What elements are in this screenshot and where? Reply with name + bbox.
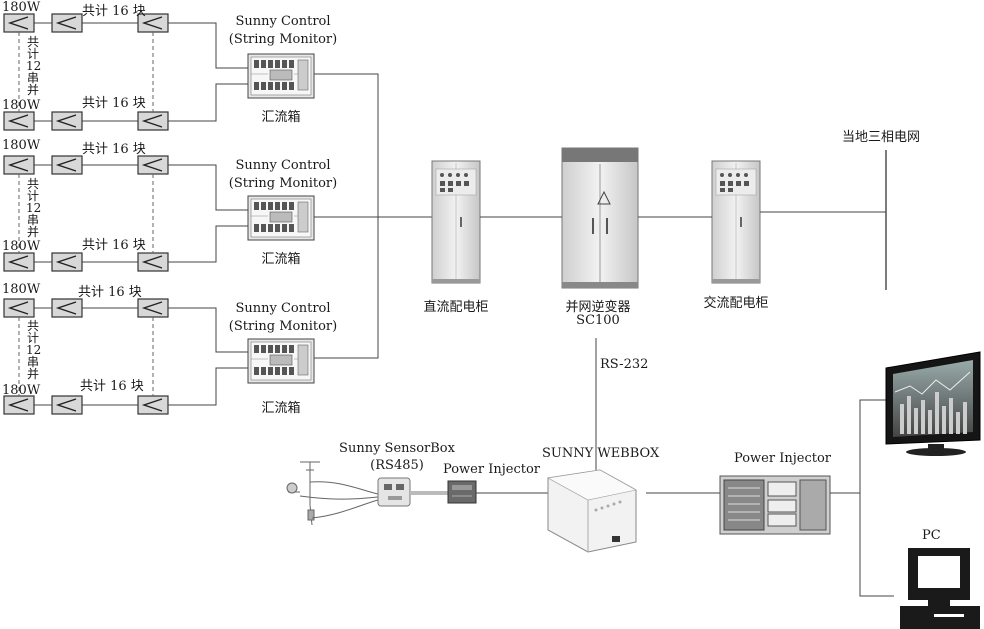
- pv-panel: [137, 111, 169, 131]
- pc-computer: [900, 548, 980, 629]
- power-injector-left-label: Power Injector: [443, 462, 540, 477]
- panel-count-label: 共计 16 块: [78, 285, 142, 300]
- combiner-sub-3: (String Monitor): [228, 319, 338, 334]
- dc-cabinet-label: 直流配电柜: [423, 300, 489, 315]
- panel-count-label: 共计 16 块: [80, 379, 144, 394]
- pv-group-1: [3, 13, 248, 131]
- sensorbox-name: Sunny SensorBox: [339, 441, 455, 456]
- combiner-sub-1: (String Monitor): [228, 32, 338, 47]
- pv-panel: [51, 13, 83, 33]
- pv-group-2: [3, 155, 248, 272]
- pv-panel: [3, 395, 35, 415]
- pv-panel: [137, 298, 169, 318]
- sensorbox-device: [377, 477, 411, 507]
- pv-group-3: [3, 298, 248, 415]
- combiner-box-3: [247, 338, 315, 384]
- pv-panel: [3, 252, 35, 272]
- pv-panel: [137, 395, 169, 415]
- combiner-label-2: 汇流箱: [261, 252, 301, 267]
- pv-panel: [3, 111, 35, 131]
- panel-count-label: 共计 16 块: [82, 96, 146, 111]
- pv-panel: [3, 298, 35, 318]
- pv-panel: [51, 111, 83, 131]
- power-injector-right-label: Power Injector: [734, 451, 831, 466]
- power-injector-right-device: [719, 475, 831, 535]
- main-power-line: [480, 150, 887, 290]
- combiner-sub-2: (String Monitor): [228, 176, 338, 191]
- dc-bus-wiring: [314, 73, 432, 359]
- panel-power-label: 180W: [2, 239, 41, 254]
- panel-count-label: 共计 16 块: [82, 142, 146, 157]
- panel-count-label: 共计 16 块: [82, 4, 146, 19]
- power-injector-left-device: [447, 480, 477, 504]
- inverter-cabinet: [561, 147, 639, 289]
- panel-count-label: 共计 16 块: [82, 238, 146, 253]
- sensorbox-protocol: (RS485): [370, 458, 424, 473]
- pv-panel: [51, 395, 83, 415]
- ac-cabinet-label: 交流配电柜: [703, 296, 769, 311]
- pv-panel: [137, 252, 169, 272]
- pc-label: PC: [922, 528, 941, 543]
- monitor-screen: [885, 351, 981, 456]
- inverter-label: 并网逆变器: [565, 300, 631, 315]
- injector-to-computers-wiring: [830, 399, 894, 597]
- panel-power-label: 180W: [2, 98, 41, 113]
- combiner-label-3: 汇流箱: [261, 401, 301, 416]
- panel-power-label: 180W: [2, 0, 41, 15]
- grid-label: 当地三相电网: [842, 130, 921, 145]
- rs232-label: RS-232: [600, 357, 649, 372]
- combiner-name-3: Sunny Control: [235, 301, 331, 316]
- pv-panel: [51, 252, 83, 272]
- pv-panel: [137, 155, 169, 175]
- panel-power-label: 180W: [2, 282, 41, 297]
- pv-panel: [3, 13, 35, 33]
- panel-power-label: 180W: [2, 383, 41, 398]
- weather-sensors: [286, 461, 379, 526]
- pv-panel: [51, 155, 83, 175]
- pv-panel: [3, 155, 35, 175]
- dc-cabinet: [431, 160, 481, 284]
- webbox-label: SUNNY WEBBOX: [542, 446, 660, 461]
- combiner-name-1: Sunny Control: [235, 14, 331, 29]
- combiner-label-1: 汇流箱: [261, 110, 301, 125]
- pv-panel: [51, 298, 83, 318]
- combiner-box-1: [247, 53, 315, 99]
- combiner-name-2: Sunny Control: [235, 158, 331, 173]
- panel-power-label: 180W: [2, 138, 41, 153]
- ac-cabinet: [711, 160, 761, 284]
- combiner-box-2: [247, 195, 315, 241]
- webbox-device: [547, 469, 637, 553]
- inverter-model-label: SC100: [576, 313, 620, 328]
